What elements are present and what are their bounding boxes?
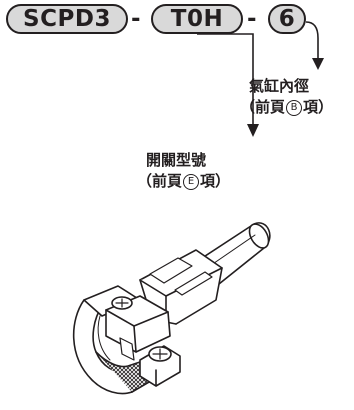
bore-annotation-ref: （ 前頁 B 項 ）: [240, 97, 333, 118]
bore-ref-suffix: 項: [303, 98, 319, 116]
switch-arrowhead: [247, 124, 259, 137]
switch-code-pill: T0H: [151, 4, 243, 34]
separator-2: -: [247, 6, 257, 32]
bore-annotation-title: 氣缸內徑: [249, 77, 310, 95]
switch-annotation-title: 開關型號: [146, 151, 207, 169]
bore-arrowhead: [312, 58, 324, 70]
bottom-screw: [139, 345, 181, 387]
switch-ref-suffix: 項: [200, 172, 216, 190]
series-code-pill: SCPD3: [6, 4, 128, 34]
bore-ref-prefix: 前頁: [255, 98, 286, 116]
bore-leader-arrow: [305, 21, 319, 60]
bore-ref-close: ）: [318, 98, 334, 116]
bore-ref-open: （: [240, 98, 256, 116]
switch-annotation: 開關型號 （ 前頁 E 項 ）: [137, 150, 230, 192]
switch-ref-prefix: 前頁: [152, 172, 183, 190]
switch-body: [139, 249, 223, 325]
bore-ref-circled-letter: B: [286, 99, 303, 116]
switch-leader-arrow: [197, 33, 254, 126]
switch-ref-circled-letter: E: [183, 173, 200, 190]
clamp-bracket: [105, 295, 171, 361]
switch-ref-close: ）: [215, 172, 231, 190]
bore-code-pill: 6: [268, 4, 306, 34]
bore-annotation: 氣缸內徑 （ 前頁 B 項 ）: [240, 76, 333, 118]
switch-ref-open: （: [137, 172, 153, 190]
separator-1: -: [131, 6, 141, 32]
top-screw: [111, 296, 133, 310]
switch-annotation-ref: （ 前頁 E 項 ）: [137, 171, 230, 192]
